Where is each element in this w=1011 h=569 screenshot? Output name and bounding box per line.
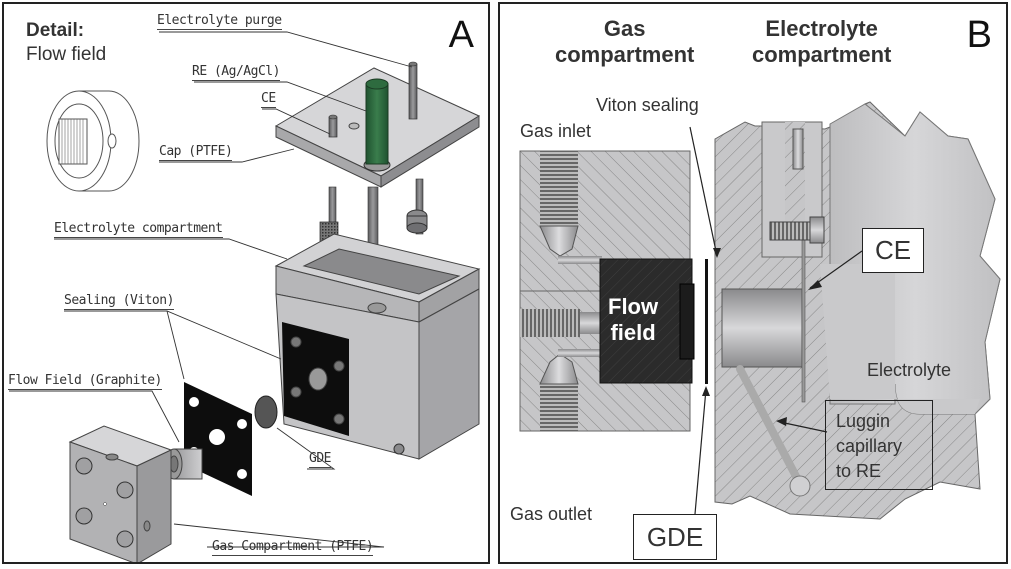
- label-re: RE (Ag/AgCl): [192, 64, 280, 81]
- detail-subtitle: Flow field: [26, 44, 107, 65]
- label-sealing: Sealing (Viton): [64, 293, 174, 310]
- panel-b-drawing: [519, 101, 1001, 520]
- header-electrolyte-line2: compartment: [752, 42, 892, 67]
- panel-b-cross-section: Gas compartment Electrolyte compartment …: [498, 2, 1008, 564]
- label-cap: Cap (PTFE): [159, 144, 233, 161]
- panel-b-letter: B: [966, 14, 992, 56]
- label-luggin-line2: capillary: [836, 436, 903, 456]
- flow-field-section: [599, 258, 695, 384]
- panel-a-exploded-view: Detail: Flow field A Electrolyte purge R…: [2, 2, 490, 564]
- label-flow-field-line1: Flow: [608, 294, 659, 319]
- electrolyte-compartment-section: [714, 101, 1001, 520]
- label-gde: GDE: [309, 451, 331, 468]
- panel-a-leader-lines: [9, 31, 413, 548]
- panel-a-drawing: [9, 31, 481, 562]
- gas-compartment-ptfe-drawing: [68, 425, 173, 562]
- label-electrolyte: Electrolyte: [867, 360, 952, 380]
- label-flow-field-line2: field: [610, 320, 656, 345]
- panel-b-arrowheads: [702, 248, 822, 426]
- label-luggin-line3: to RE: [836, 461, 882, 481]
- label-electrolyte-purge: Electrolyte purge: [157, 13, 282, 30]
- panel-a-letter: A: [448, 14, 474, 56]
- label-gas-inlet: Gas inlet: [520, 121, 592, 141]
- label-ce: CE: [261, 91, 276, 108]
- label-gde-box: GDE: [633, 514, 717, 560]
- label-luggin-line1: Luggin: [836, 411, 891, 431]
- detail-title: Detail:: [26, 20, 85, 41]
- label-gas-compartment: Gas Compartment (PTFE): [212, 539, 374, 556]
- label-gas-outlet: Gas outlet: [510, 504, 593, 524]
- gde-disc-drawing: [254, 395, 278, 429]
- header-electrolyte-compartment: Electrolyte compartment: [752, 16, 891, 68]
- header-gas-line2: compartment: [555, 42, 695, 67]
- electrolyte-compartment-drawing: [274, 233, 481, 460]
- label-flow-field: Flow field: [608, 294, 658, 346]
- label-flow-field: Flow Field (Graphite): [8, 373, 162, 390]
- flow-field-detail-drawing: [46, 90, 140, 192]
- label-luggin-box: Luggin capillary to RE: [825, 400, 933, 490]
- header-gas-compartment: Gas compartment: [555, 16, 694, 68]
- header-gas-line1: Gas: [603, 16, 646, 41]
- label-electrolyte-compartment: Electrolyte compartment: [54, 221, 223, 238]
- header-electrolyte-line1: Electrolyte: [765, 16, 878, 41]
- gde-plate: [705, 259, 708, 384]
- label-viton-sealing: Viton sealing: [596, 95, 699, 115]
- label-ce-box: CE: [862, 228, 924, 273]
- cap-ptfe-drawing: [274, 61, 481, 283]
